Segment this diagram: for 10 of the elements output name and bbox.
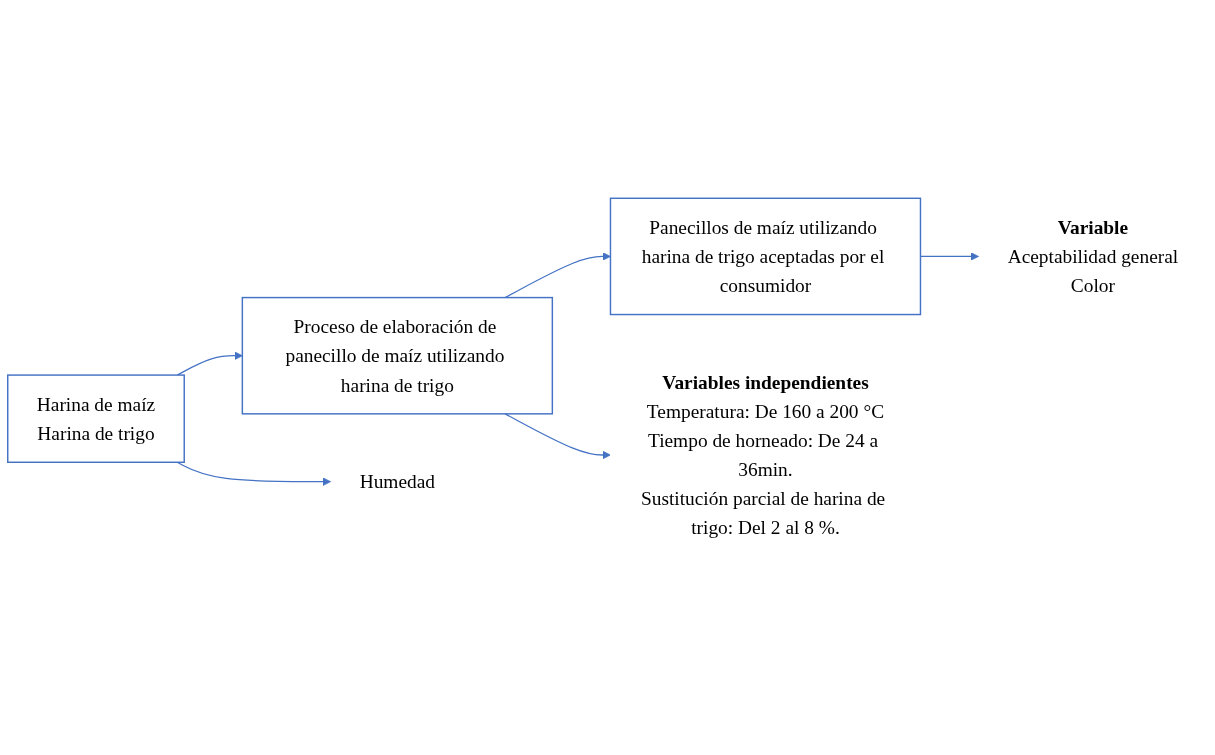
arrow xyxy=(176,351,243,376)
arrow xyxy=(504,413,611,460)
node-box: Panecillos de maíz utilizando harina de trigo aceptadas por el consumidor xyxy=(609,197,922,316)
node-text: Variables independientes Temperatura: De 160 a 200 °C Tiempo de horneado: De 24 a 36min. Sustitución parcial de harina de trigo: Del 2 al 8 %. xyxy=(640,371,886,539)
node-text: Humedad xyxy=(359,470,436,493)
arrow xyxy=(176,461,331,486)
node-text: Variable Aceptabilidad general Color xyxy=(1007,216,1179,297)
arrow xyxy=(504,252,611,299)
node-box: Harina de maíz Harina de trigo xyxy=(7,374,185,463)
node-box: Proceso de elaboración de panecillo de maíz utilizando harina de trigo xyxy=(241,296,554,415)
